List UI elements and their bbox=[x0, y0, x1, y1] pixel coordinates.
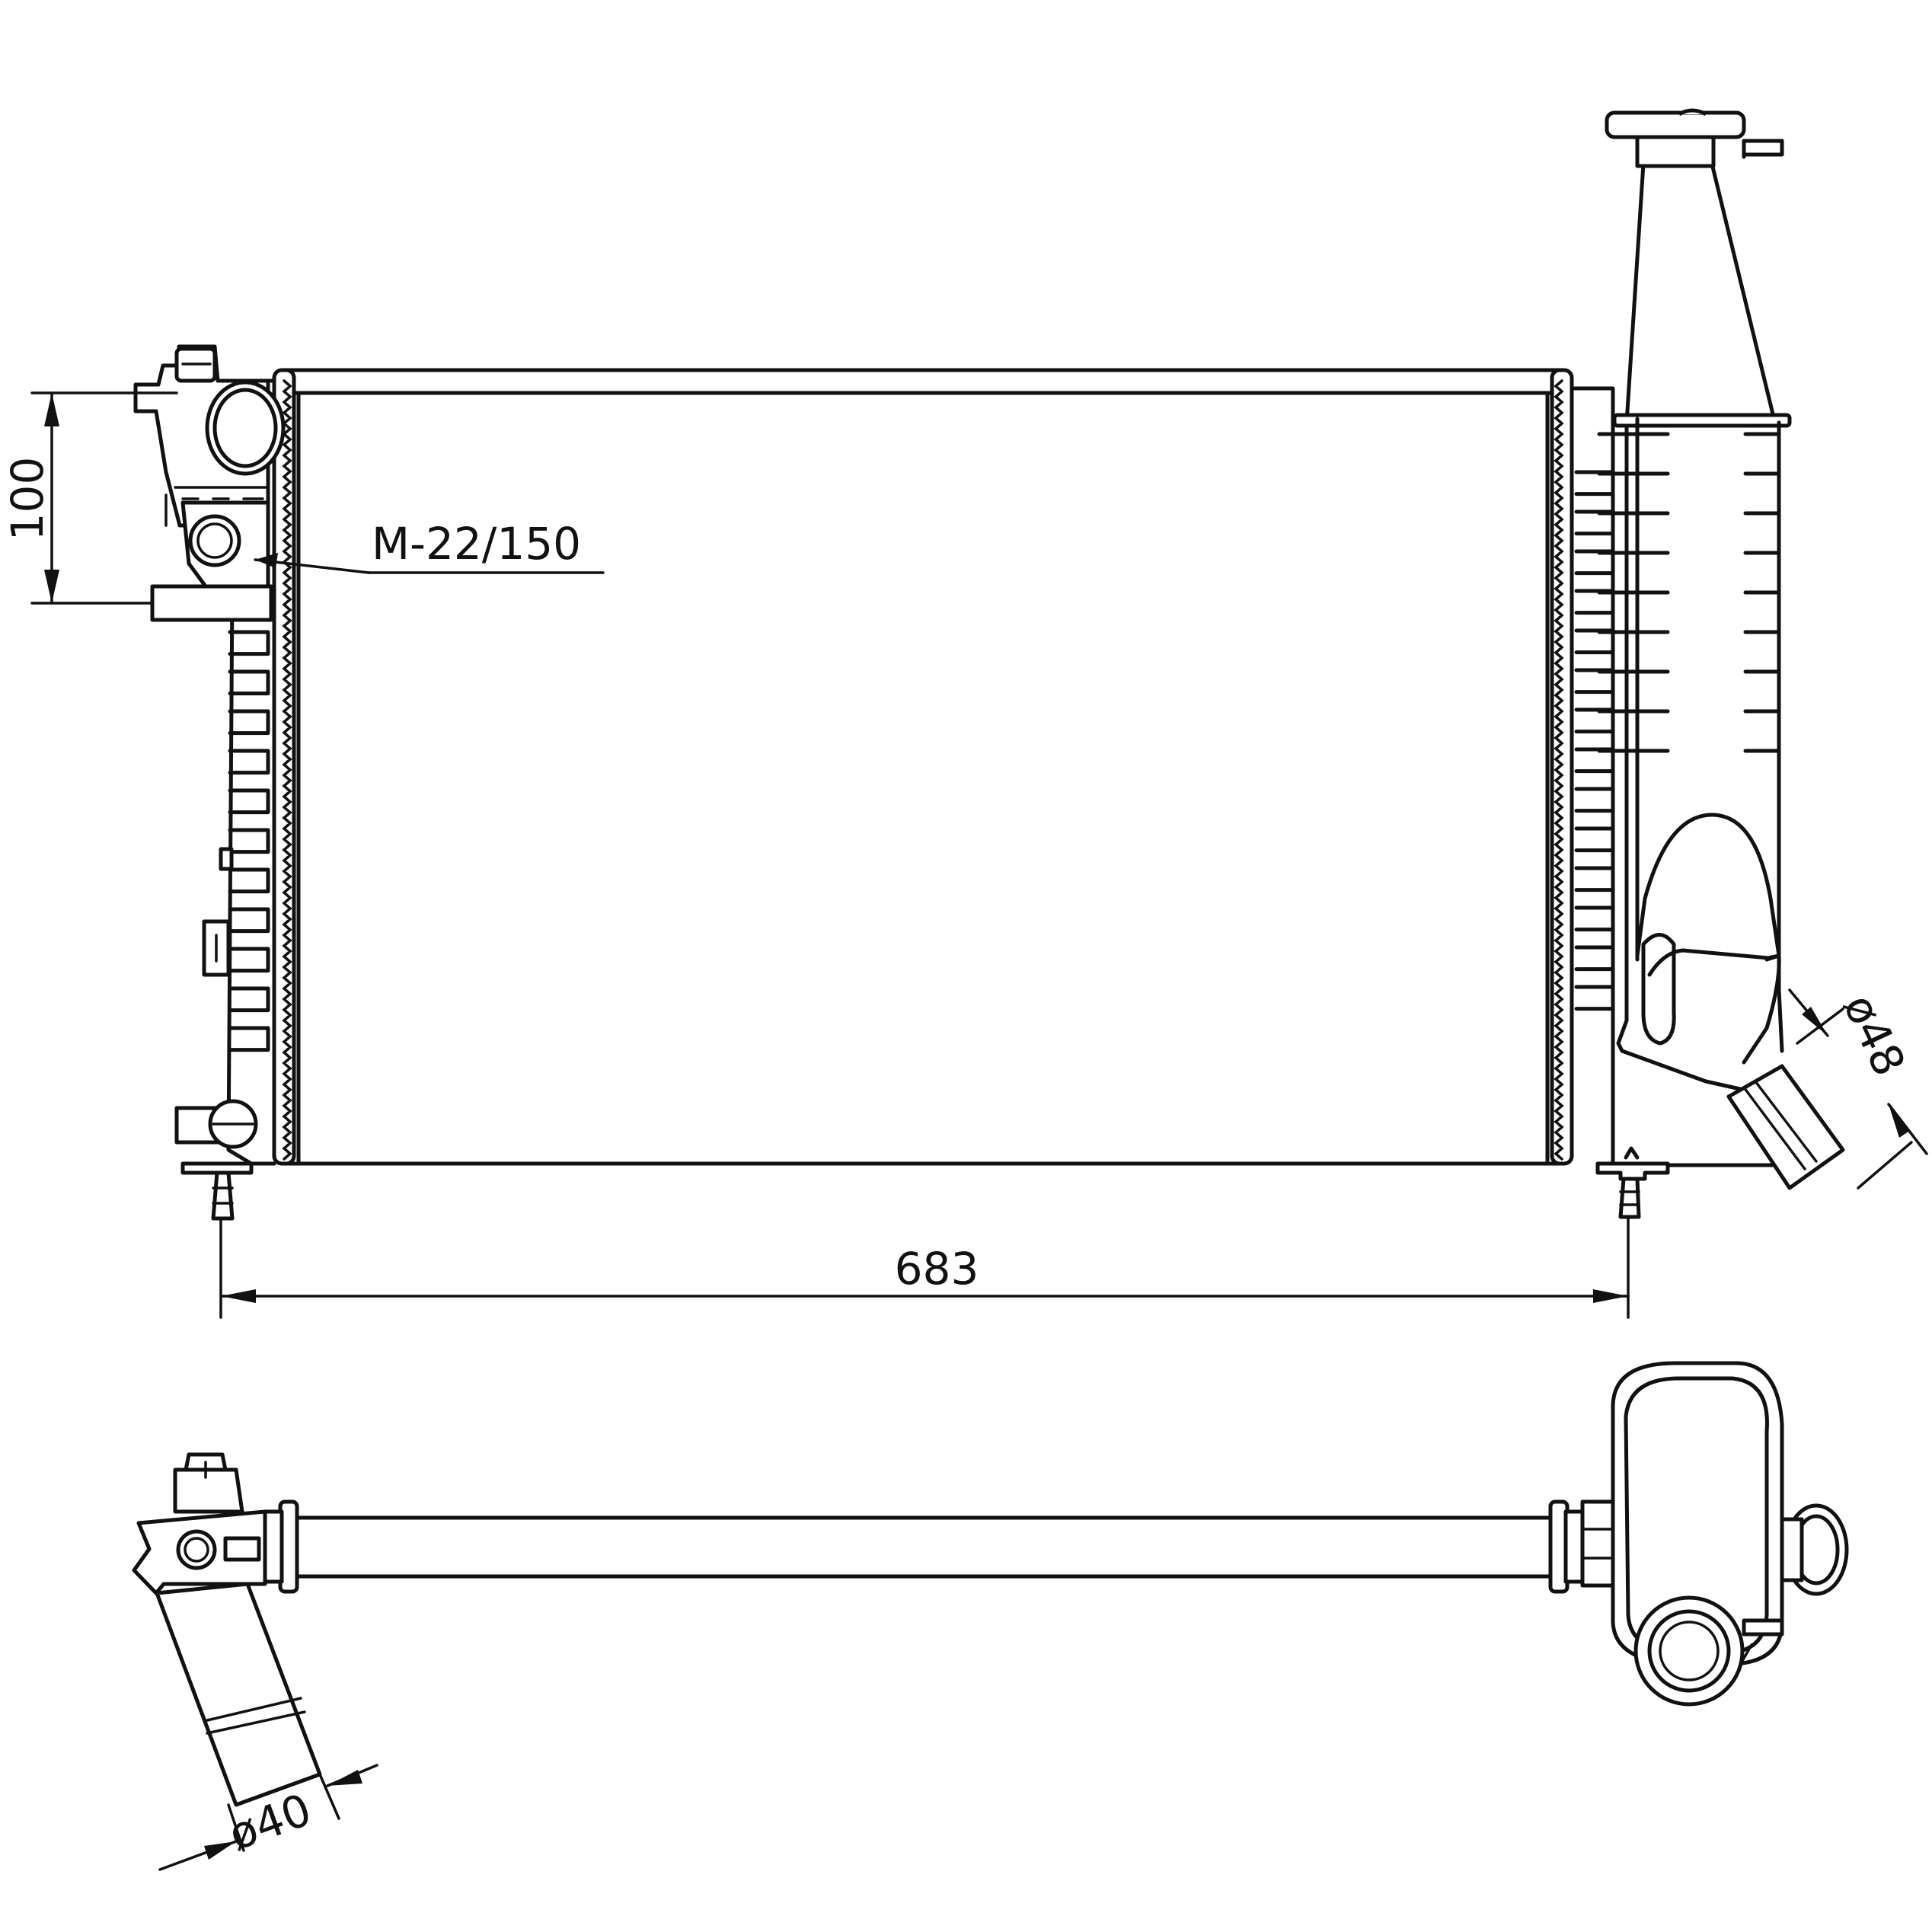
tank-rib bbox=[1576, 512, 1613, 534]
tank-rib bbox=[230, 870, 268, 892]
tank-rib bbox=[1576, 472, 1613, 494]
tank-rib bbox=[230, 790, 268, 813]
dim-height-100: 100 bbox=[2, 393, 177, 603]
tank-rib bbox=[1576, 829, 1613, 851]
tank-rib bbox=[1576, 631, 1613, 653]
tank-rib bbox=[1576, 551, 1613, 573]
tank-rib bbox=[1576, 789, 1613, 811]
top-view-left-end bbox=[134, 1455, 320, 1805]
tank-rib bbox=[230, 711, 268, 733]
right-outlet-tank bbox=[1572, 110, 1843, 1217]
top-view-right-end bbox=[1582, 1363, 1847, 1704]
radiator-front-view: 100 M-22/150 683 ø48 bbox=[2, 110, 1927, 1317]
left-header-tank bbox=[274, 370, 294, 1164]
tank-rib bbox=[230, 751, 268, 773]
dim-width-label: 683 bbox=[895, 1243, 979, 1295]
mounting-bracket-left bbox=[152, 586, 271, 620]
upper-hose-inlet bbox=[136, 346, 283, 525]
dim-outlet-label: ø48 bbox=[1833, 986, 1915, 1084]
thread-label: M-22/150 bbox=[372, 518, 581, 570]
top-view-core bbox=[265, 1502, 1582, 1592]
dim-height-label: 100 bbox=[2, 457, 53, 541]
drain-plug bbox=[183, 503, 268, 586]
tank-rib bbox=[230, 830, 268, 852]
radiator-core bbox=[283, 370, 1563, 1164]
radiator-top-view: ø40 bbox=[134, 1363, 1847, 1870]
tank-rib bbox=[1576, 908, 1613, 930]
tank-rib bbox=[1576, 868, 1613, 890]
tank-rib bbox=[230, 672, 268, 694]
tank-rib bbox=[1576, 670, 1613, 692]
tank-rib bbox=[230, 909, 268, 931]
tank-rib bbox=[1576, 987, 1613, 1009]
right-header-tank bbox=[1552, 370, 1572, 1164]
tank-rib bbox=[230, 1028, 268, 1050]
tank-rib bbox=[1576, 591, 1613, 613]
tank-rib bbox=[230, 949, 268, 971]
tank-rib bbox=[230, 988, 268, 1011]
tank-rib bbox=[1576, 947, 1613, 969]
bottom-left-fitting bbox=[177, 1101, 256, 1218]
tank-rib bbox=[1576, 710, 1613, 732]
tank-rib bbox=[1576, 749, 1613, 771]
dim-width-683: 683 bbox=[221, 1218, 1628, 1317]
thread-callout: M-22/150 bbox=[255, 518, 603, 573]
tank-rib bbox=[230, 632, 268, 654]
